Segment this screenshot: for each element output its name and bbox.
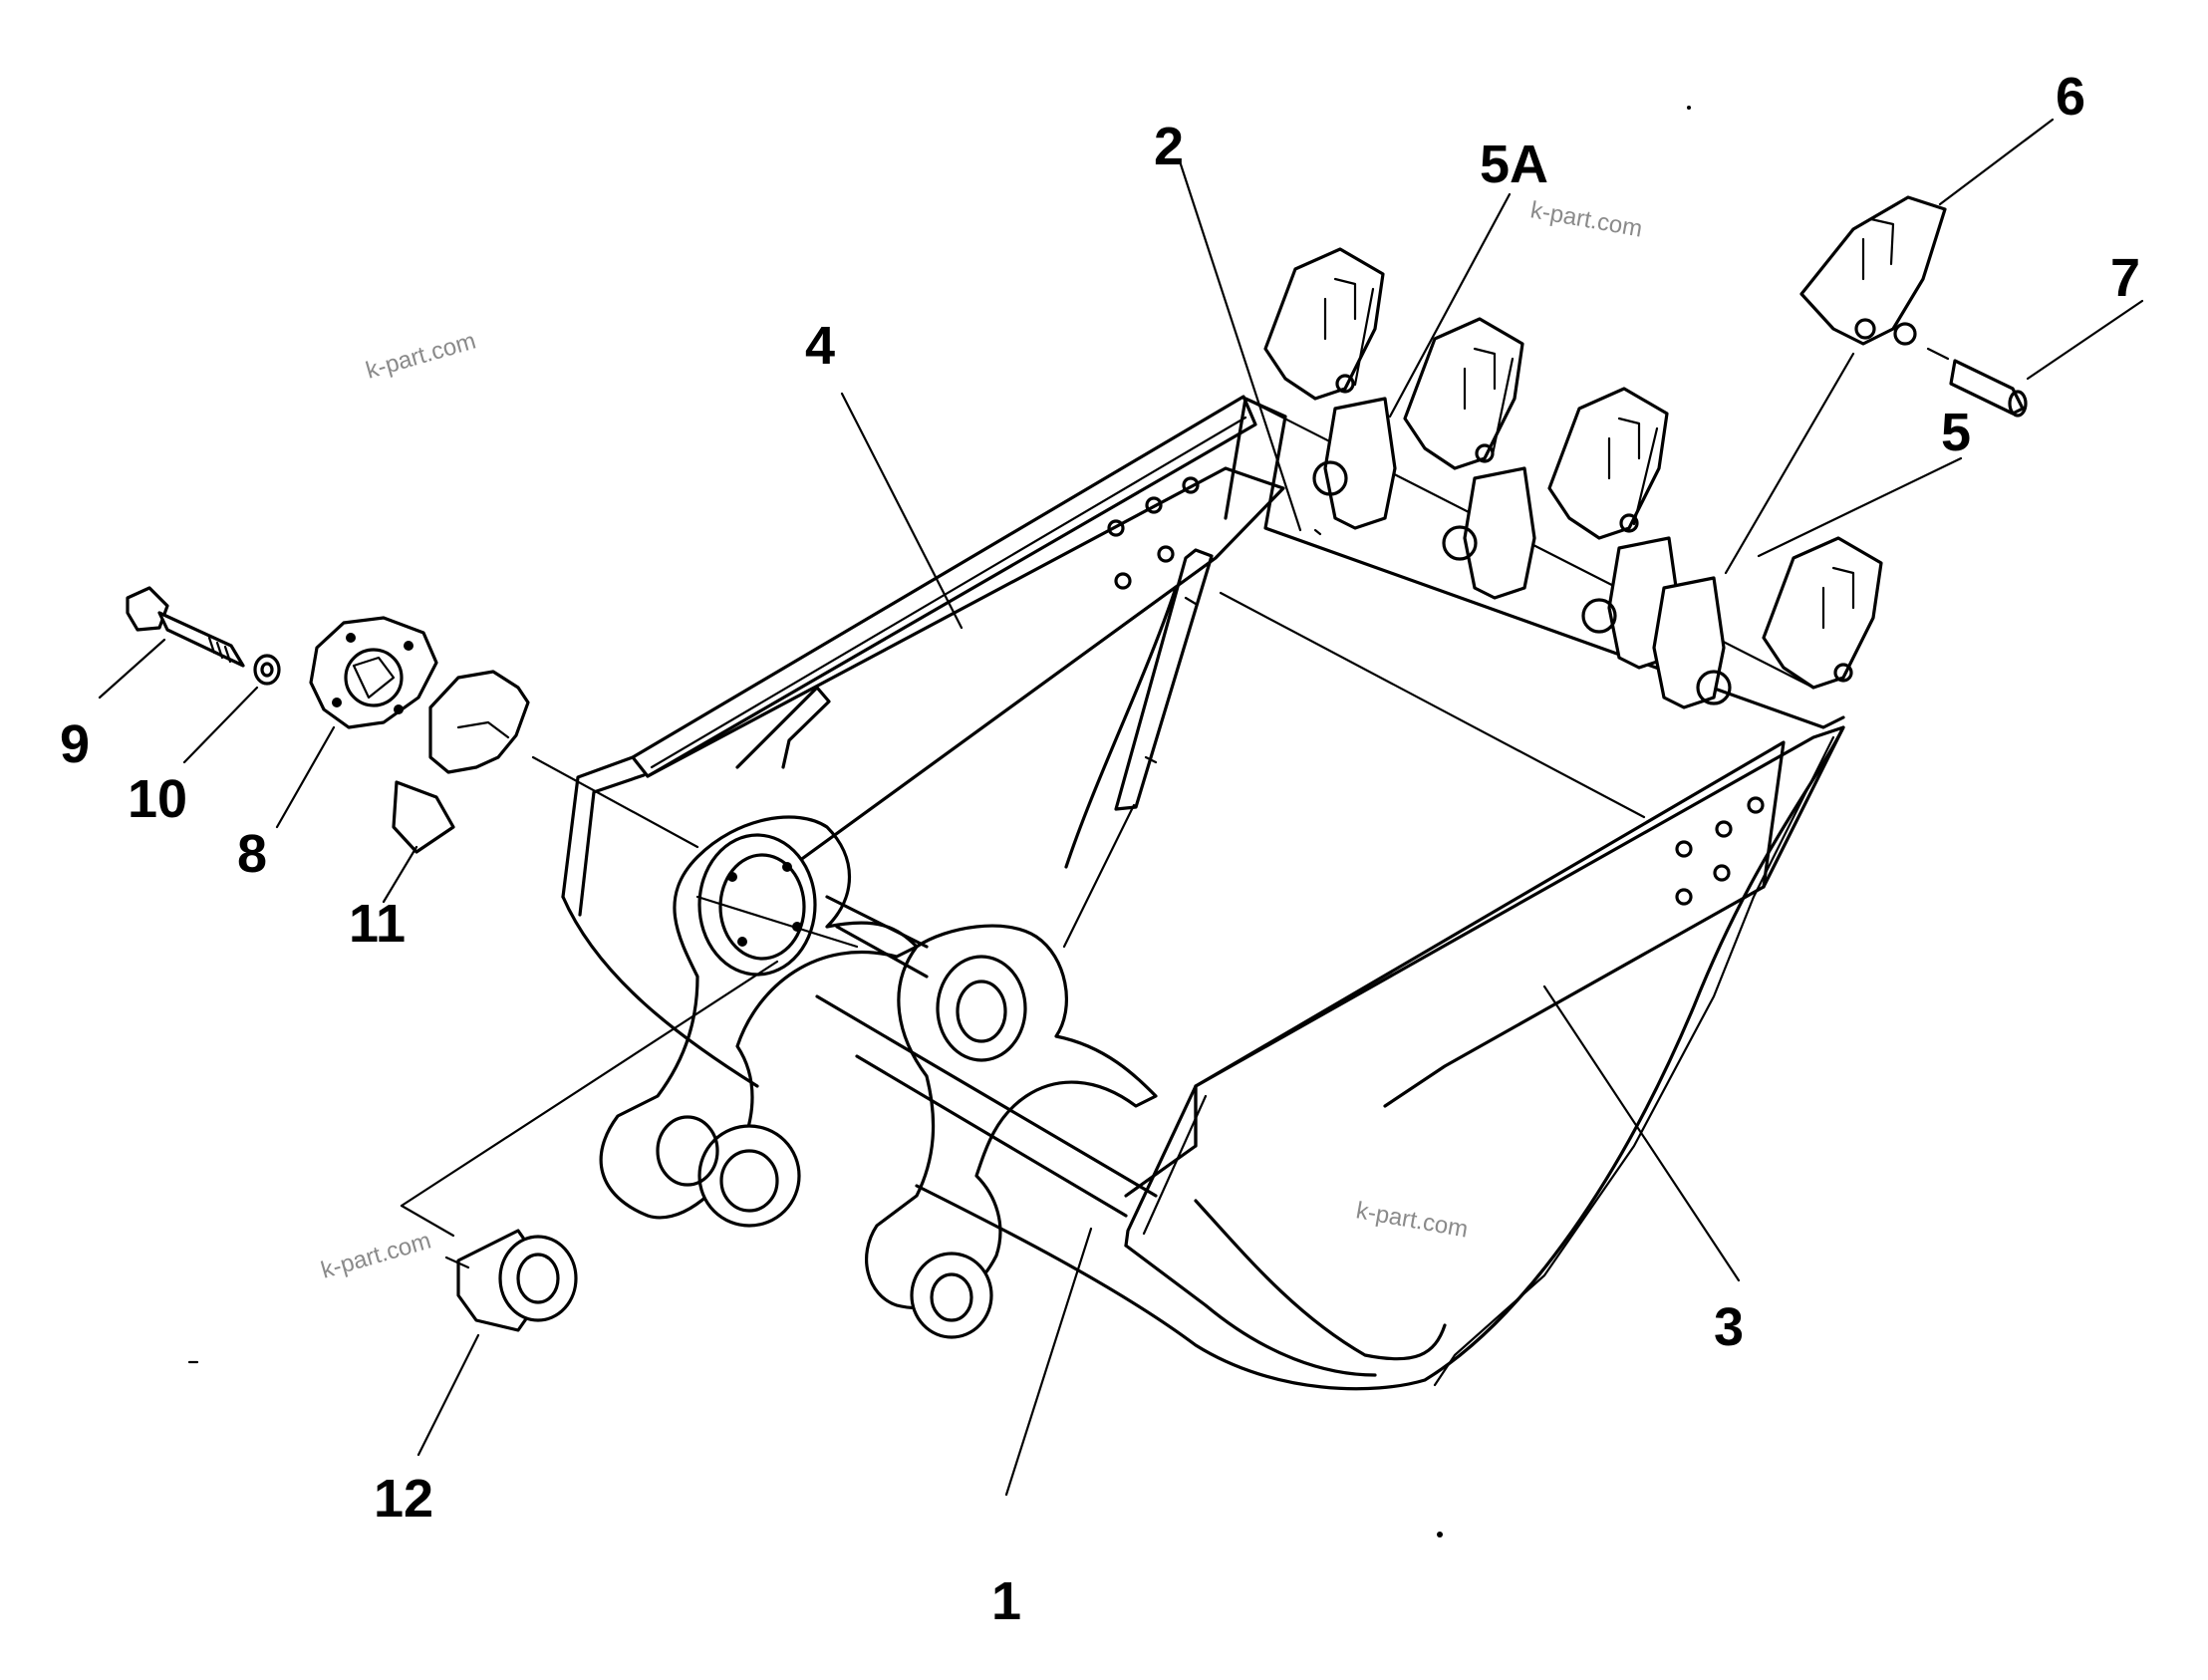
teeth-group [1263, 247, 1883, 709]
callout-3: 3 [1714, 1297, 1744, 1357]
left-plate-hole [1107, 519, 1125, 537]
leader-6 [1938, 118, 2055, 206]
adapter [1312, 397, 1397, 530]
callout-9: 9 [60, 714, 90, 774]
leader-8 [275, 725, 336, 829]
callout-12: 12 [374, 1469, 433, 1529]
bolt [126, 586, 245, 668]
left-plate-hole [1114, 572, 1132, 590]
tooth-pins [1353, 287, 1659, 526]
right-plate-hole [1713, 864, 1731, 882]
lower-left-ear-hole [719, 1149, 779, 1213]
leader-4 [840, 392, 964, 630]
bucket-bottom-inner2 [1194, 1199, 1447, 1361]
leader-5 [1757, 456, 1963, 558]
callout-4: 4 [805, 316, 835, 376]
leader-7 [2026, 299, 2144, 381]
right-lip [1433, 735, 1835, 1387]
right-plate-hole [1715, 820, 1733, 838]
exploded-pin [1926, 347, 2028, 418]
right-plate-hole [1675, 888, 1693, 906]
leader-11 [382, 845, 418, 904]
leader-lines [98, 118, 2144, 1497]
tooth [1403, 317, 1524, 470]
left-plate-hole [1145, 496, 1163, 514]
bucket-back-curve [561, 895, 759, 1088]
callout-6: 6 [2056, 67, 2085, 127]
right-plate-hole [1675, 840, 1693, 858]
leader-5a [1388, 192, 1512, 419]
callout-7: 7 [2110, 248, 2140, 308]
bracket-crossbar [815, 895, 1158, 1218]
left-side-top-rail-inner [650, 416, 1247, 769]
adapter [1442, 466, 1536, 600]
floor-line [1219, 591, 1646, 819]
leader-3 [1542, 984, 1741, 1282]
right-side-front [1124, 1084, 1198, 1248]
leader-9 [98, 638, 166, 700]
bucket-back-left-inner [578, 773, 646, 917]
right-lower-ear-hole [930, 1272, 973, 1322]
callout-11: 11 [349, 894, 406, 954]
adapter [1652, 576, 1732, 709]
wear-strip [1114, 548, 1214, 811]
wear-strip-lines [1144, 596, 1198, 764]
left-side-top-rail [631, 395, 1257, 778]
bucket-bottom-inner [1124, 1244, 1377, 1377]
leader-2-tick [1313, 528, 1322, 536]
bucket-floor-edge [1064, 586, 1178, 869]
right-boss-hole [956, 980, 1007, 1043]
assembly-line-bushing-b [400, 1204, 455, 1238]
leader-12 [416, 1333, 480, 1457]
tooth [1547, 387, 1669, 540]
bucket-body [561, 395, 1845, 1391]
right-bracket [865, 924, 1158, 1310]
leader-1 [1004, 1227, 1093, 1497]
washer [253, 654, 281, 686]
left-boss-bolt [737, 937, 747, 947]
callout-2: 2 [1154, 117, 1184, 176]
left-boss-bolt [782, 862, 792, 872]
left-side-plate [646, 466, 1285, 879]
callout-1: 1 [991, 1571, 1021, 1631]
stray-marks [187, 106, 1691, 1538]
right-side-front-inner [1142, 1094, 1208, 1236]
wear-strip-line-ext [1062, 803, 1136, 949]
lower-left-ear [697, 1124, 801, 1228]
assembly-line-bushing [400, 960, 779, 1208]
cutting-edge [1224, 397, 1845, 729]
callout-5: 5 [1941, 403, 1971, 462]
retainer-plate [309, 616, 438, 729]
shim [392, 670, 530, 854]
assembly-line-shim [531, 755, 699, 849]
tooth [1263, 247, 1385, 401]
bucket-back-left [561, 755, 635, 899]
left-plate-hole [1157, 545, 1175, 563]
callout-5a: 5A [1480, 135, 1548, 194]
bushing [444, 1229, 578, 1332]
left-hook [735, 686, 831, 769]
right-lower-ear [910, 1252, 993, 1339]
right-boss [936, 955, 1027, 1062]
callout-10: 10 [128, 769, 187, 829]
left-boss-bolt [727, 872, 737, 882]
tooth [1762, 536, 1883, 690]
right-plate-hole [1747, 796, 1765, 814]
callout-8: 8 [237, 824, 267, 884]
leader-2 [1179, 162, 1302, 532]
rear-bracket-left [599, 815, 919, 1220]
callout-labels: 1 2 3 4 5 5A 6 7 8 9 10 11 12 [60, 67, 2140, 1631]
lower-left-ear-back [656, 1115, 719, 1187]
assembly-line-center [695, 895, 859, 949]
leader-10 [182, 686, 259, 764]
left-plate-hole [1182, 476, 1200, 494]
exploded-tooth [1799, 195, 1947, 346]
leader-5-b [1724, 352, 1855, 575]
left-boss-inner [718, 853, 806, 961]
